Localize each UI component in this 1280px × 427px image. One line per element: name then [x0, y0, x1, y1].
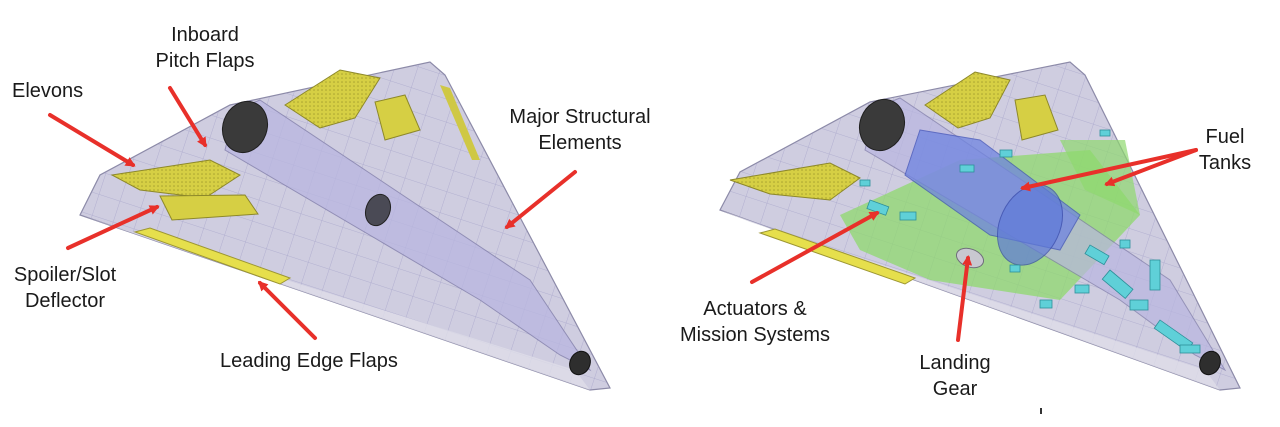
label-spoiler-slot-deflector: Spoiler/Slot Deflector [0, 262, 130, 314]
label-major-structural-line2: Elements [538, 132, 622, 154]
label-actuators-line2: Mission Systems [679, 324, 831, 346]
left-wing-grid [80, 62, 610, 390]
left-aircraft [79, 61, 611, 391]
left-spoiler-surface-2 [374, 94, 421, 141]
right-actuators-group [859, 129, 1201, 354]
arrow-major-structural [504, 170, 577, 229]
label-fuel-line1: Fuel [1205, 126, 1245, 148]
label-landing-gear: Landing Gear [905, 350, 1005, 402]
arrow-actuators [750, 211, 880, 284]
arrow-leading-edge-flaps [257, 280, 317, 340]
label-actuators-line1: Actuators & [703, 298, 807, 320]
right-elevon-surface [729, 162, 861, 201]
arrow-fuel-tanks-2 [1104, 148, 1198, 187]
annotation-arrows [48, 86, 1198, 342]
arrow-elevons [48, 113, 136, 167]
label-fuel-tanks: Fuel Tanks [1180, 124, 1270, 176]
label-spoiler-line1: Spoiler/Slot [13, 264, 117, 286]
right-exhaust-nozzle [1199, 350, 1221, 376]
right-aircraft [719, 61, 1241, 391]
label-leading-edge-flaps: Leading Edge Flaps [220, 350, 398, 372]
left-exhaust-nozzle [569, 350, 591, 376]
left-leading-edge-flap-surface [133, 227, 292, 285]
right-fuel-tank-area-2 [1060, 140, 1140, 215]
right-blue-fuel-tank-2 [997, 184, 1063, 266]
label-inboard-pitch-flaps: Inboard Pitch Flaps [145, 22, 265, 74]
left-inboard-pitch-flap-surface [284, 69, 381, 129]
left-elevon-surface [110, 159, 242, 199]
right-engine-intake [858, 98, 906, 152]
right-leading-edge-flap-surface [758, 228, 917, 285]
label-fuel-line2: Tanks [1198, 152, 1252, 174]
arrow-landing-gear [956, 255, 973, 342]
label-landing-line2: Gear [932, 378, 978, 400]
left-leading-edge-surface [80, 215, 590, 390]
label-inboard-pitch-flaps-line2: Pitch Flaps [155, 50, 255, 72]
arrow-inboard-pitch-flaps [168, 86, 207, 148]
arrow-fuel-tanks-1 [1020, 148, 1198, 192]
label-actuators-mission-systems: Actuators & Mission Systems [660, 296, 850, 348]
right-spoiler-surface [1014, 94, 1059, 141]
label-major-structural-line1: Major Structural [509, 106, 651, 128]
left-engine-ring [364, 193, 392, 227]
right-inboard-pitch-flap-surface [924, 71, 1011, 129]
left-engine-intake [221, 100, 269, 154]
label-landing-line1: Landing [919, 352, 991, 374]
label-elevons: Elevons [12, 80, 84, 102]
label-spoiler-line2: Deflector [24, 290, 106, 312]
left-trailing-edge-strip [440, 85, 480, 160]
arrow-spoiler [66, 205, 160, 250]
label-major-structural-elements: Major Structural Elements [480, 104, 680, 156]
left-spoiler-surface [159, 194, 259, 221]
label-inboard-pitch-flaps-line1: Inboard [171, 24, 239, 46]
